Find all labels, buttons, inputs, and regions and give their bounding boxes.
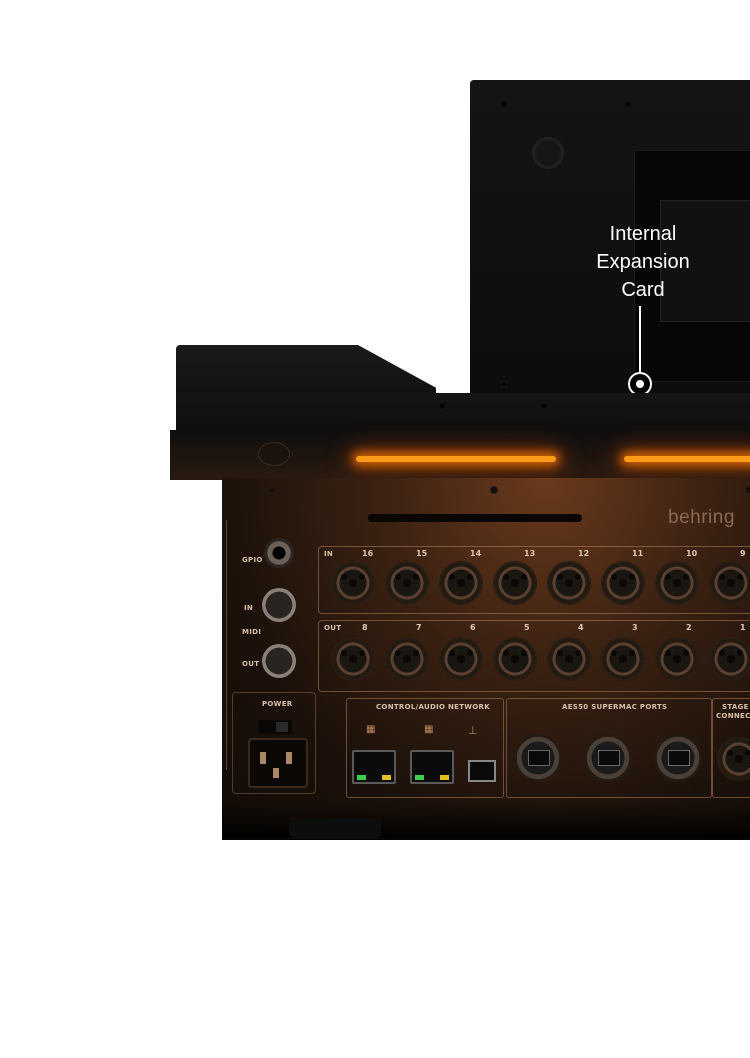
output-channel-number: 4: [578, 623, 584, 632]
brand-logo: behring: [668, 507, 735, 528]
input-channel-number: 10: [686, 549, 698, 558]
panel-divider: [226, 520, 227, 770]
midi-label: MIDI: [242, 628, 262, 636]
input-channel-number: 16: [362, 549, 374, 558]
input-channel-number: 9: [740, 549, 746, 558]
input-xlr-jack[interactable]: [656, 562, 698, 604]
input-xlr-jack[interactable]: [332, 562, 374, 604]
callout-line-3: Card: [621, 279, 665, 301]
usb-port[interactable]: [468, 760, 496, 782]
network-port-1[interactable]: [352, 750, 396, 784]
aes50-port-b[interactable]: [584, 734, 632, 782]
pin: [260, 752, 266, 764]
input-row-label: IN: [324, 550, 334, 558]
input-xlr-jack[interactable]: [710, 562, 750, 604]
input-channel-number: 13: [524, 549, 536, 558]
usb-icon: ⊥: [468, 724, 478, 737]
output-channel-number: 8: [362, 623, 368, 632]
output-xlr-jack[interactable]: [710, 638, 750, 680]
stage-connect-label-2: CONNECT: [716, 712, 750, 720]
pin: [286, 752, 292, 764]
output-channel-number: 1: [740, 623, 746, 632]
screw: [540, 402, 548, 410]
expansion-card-slot: [660, 200, 750, 322]
ambient-light-bar-left: [356, 456, 556, 462]
input-xlr-jack[interactable]: [440, 562, 482, 604]
output-channel-number: 7: [416, 623, 422, 632]
output-xlr-jack[interactable]: [548, 638, 590, 680]
aes50-port-a[interactable]: [514, 734, 562, 782]
callout-hotspot[interactable]: [628, 372, 652, 396]
output-channel-number: 6: [470, 623, 476, 632]
gpio-jack[interactable]: [264, 538, 294, 568]
network-icon: ▦: [424, 724, 434, 735]
switch-rocker: [276, 722, 288, 732]
output-xlr-jack[interactable]: [332, 638, 374, 680]
midi-out-port[interactable]: [262, 644, 296, 678]
callout-leader-line: [639, 306, 641, 376]
input-xlr-jack[interactable]: [548, 562, 590, 604]
network-icon: ▦: [366, 724, 376, 735]
screw: [500, 380, 508, 388]
output-row-label: OUT: [324, 624, 342, 632]
output-xlr-jack[interactable]: [494, 638, 536, 680]
input-channel-number: 15: [416, 549, 428, 558]
stage-connect-jack[interactable]: [718, 738, 750, 780]
power-label: POWER: [262, 700, 293, 708]
output-channel-number: 5: [524, 623, 530, 632]
gpio-label: GPIO: [242, 556, 263, 564]
network-section: [346, 698, 504, 798]
pin: [273, 768, 279, 778]
aes50-section: [506, 698, 712, 798]
midi-in-port[interactable]: [262, 588, 296, 622]
input-channel-number: 11: [632, 549, 644, 558]
screw: [745, 486, 750, 494]
callout-line-2: Expansion: [596, 251, 690, 273]
midi-out-label: OUT: [242, 660, 260, 668]
iec-power-inlet[interactable]: [248, 738, 308, 788]
output-channel-number: 2: [686, 623, 692, 632]
ambient-light-bar-right: [624, 456, 750, 462]
chassis-lip: [170, 430, 750, 480]
expansion-card-callout: Internal Expansion Card: [570, 220, 716, 304]
input-xlr-jack[interactable]: [494, 562, 536, 604]
output-row: [318, 620, 750, 692]
aes50-label: AES50 SUPERMAC PORTS: [562, 703, 668, 711]
screw: [438, 402, 446, 410]
output-xlr-jack[interactable]: [656, 638, 698, 680]
screen-knob: [533, 138, 563, 168]
network-port-2[interactable]: [410, 750, 454, 784]
output-xlr-jack[interactable]: [440, 638, 482, 680]
midi-in-label: IN: [244, 604, 254, 612]
screw: [268, 486, 276, 494]
input-channel-number: 12: [578, 549, 590, 558]
input-row: [318, 546, 750, 614]
lamp-socket: [258, 442, 290, 466]
input-xlr-jack[interactable]: [602, 562, 644, 604]
chassis-foot: [289, 818, 381, 838]
output-channel-number: 3: [632, 623, 638, 632]
stage-connect-label-1: STAGE: [722, 703, 749, 711]
input-xlr-jack[interactable]: [386, 562, 428, 604]
output-xlr-jack[interactable]: [602, 638, 644, 680]
output-xlr-jack[interactable]: [386, 638, 428, 680]
screw: [624, 100, 632, 108]
ventilation-slot: [368, 514, 582, 522]
stage-connect-section: [712, 698, 750, 798]
power-section: [232, 692, 316, 794]
power-switch[interactable]: [258, 720, 292, 734]
screw: [500, 100, 508, 108]
network-label: CONTROL/AUDIO NETWORK: [376, 703, 490, 711]
input-channel-number: 14: [470, 549, 482, 558]
callout-line-1: Internal: [609, 223, 677, 245]
aes50-port-c[interactable]: [654, 734, 702, 782]
screw: [490, 486, 498, 494]
